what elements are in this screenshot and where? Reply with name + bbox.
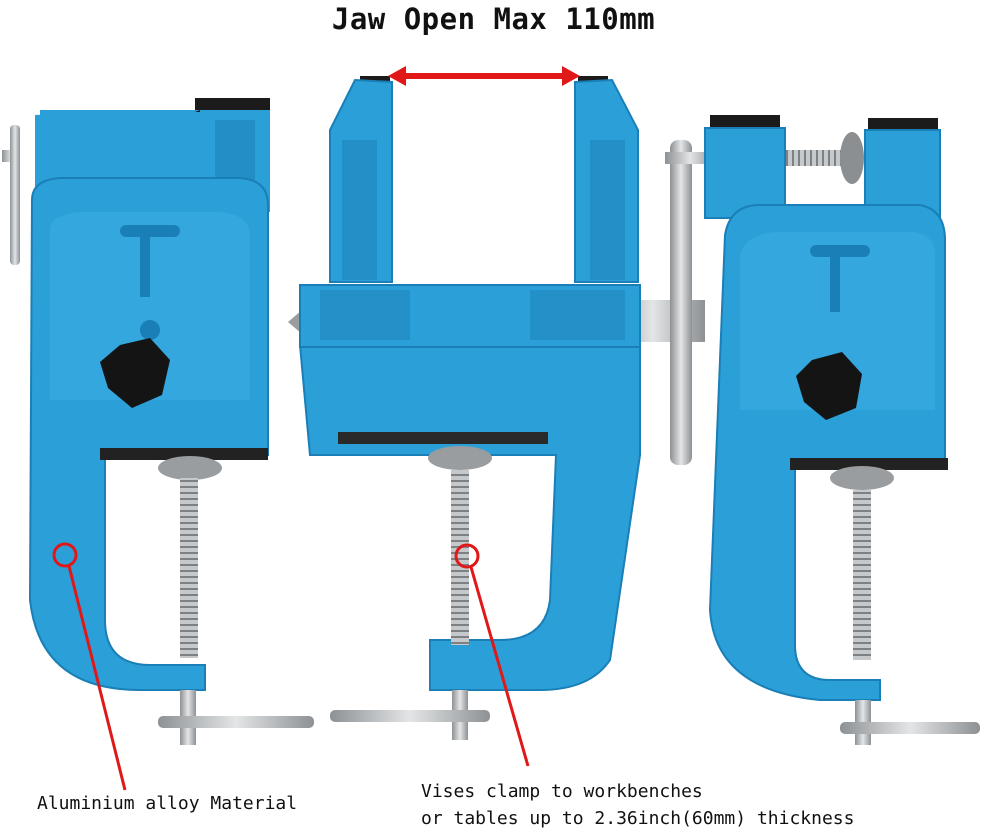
material-leader-line: [67, 565, 127, 791]
center-vise-body: [298, 344, 641, 691]
right-vise-knob: [796, 352, 862, 420]
left-vise-clamp-handle: [158, 716, 314, 728]
clamp-marker-circle-icon: [454, 543, 480, 569]
left-vise-tbar-handle: [10, 125, 20, 265]
left-vise-clamp-pad: [158, 456, 222, 480]
left-vise: [2, 98, 314, 745]
clamp-caption-line-1: Vises clamp to workbenches: [421, 781, 703, 802]
arrow-right-head-icon: [562, 66, 580, 86]
left-vise-clamp-screw: [180, 478, 198, 658]
right-vise-clamp-handle: [840, 722, 980, 734]
clamp-leader-line: [469, 566, 530, 767]
page-title: Jaw Open Max 110mm: [331, 2, 656, 36]
clamp-caption-line-2: or tables up to 2.36inch(60mm) thickness: [421, 808, 855, 829]
right-vise-clamp-screw: [853, 490, 871, 660]
material-marker-circle-icon: [52, 542, 78, 568]
center-vise: [288, 76, 705, 740]
left-vise-knob: [100, 338, 170, 408]
center-vise-clamp-handle: [330, 710, 490, 722]
center-vise-clamp-screw: [451, 470, 469, 645]
clamp-caption: Vises clamp to workbenches or tables up …: [421, 778, 854, 832]
arrow-left-head-icon: [388, 66, 406, 86]
jaw-opening-arrow: [388, 66, 580, 86]
right-vise-clamp-pad: [830, 466, 894, 490]
material-caption: Aluminium alloy Material: [37, 793, 298, 814]
right-vise: [665, 115, 980, 745]
center-vise-clamp-pad: [428, 446, 492, 470]
center-vise-tbar-handle: [670, 140, 692, 465]
right-vise-top-screw: [780, 150, 855, 166]
